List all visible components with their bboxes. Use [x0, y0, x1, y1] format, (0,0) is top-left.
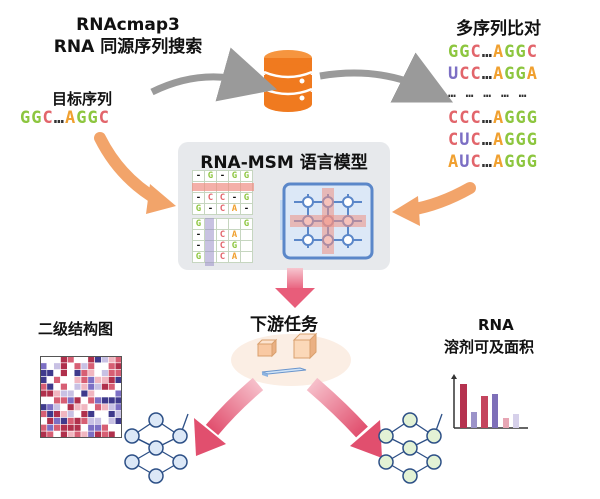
downstream-title: 下游任务: [250, 315, 318, 335]
msa-row-letters: CUC…AGGG: [448, 130, 538, 150]
msa-cell: C: [216, 203, 229, 215]
ellipsis: …: [481, 152, 493, 172]
nucleotide-C: C: [470, 130, 482, 150]
rnacmap3-title-line2: RNA 同源序列搜索: [53, 37, 203, 57]
arrowhead-query-to-model: [146, 184, 176, 214]
nucleotide-U: U: [448, 64, 460, 84]
nucleotide-C: C: [42, 108, 54, 128]
secondary-structure-label: 二级结构图: [38, 320, 114, 338]
nucleotide-G: G: [31, 108, 43, 128]
down-arrow: [275, 268, 315, 308]
msa-row-letters: GGC…AGGC: [448, 42, 538, 62]
arrowhead-to-secondary-structure: [194, 418, 226, 456]
neural-network-icon-right: [378, 412, 443, 484]
ellipsis: …: [481, 42, 493, 62]
nucleotide-G: G: [504, 42, 516, 62]
nucleotide-U: U: [459, 130, 471, 150]
arrow-to-msa: [319, 52, 454, 103]
query-sequence: GGC…AGGC: [20, 108, 110, 128]
nucleotide-C: C: [470, 42, 482, 62]
msa-cell: C: [216, 240, 229, 252]
nucleotide-C: C: [470, 64, 482, 84]
nucleotide-A: A: [448, 152, 460, 172]
nucleotide-G: G: [504, 152, 516, 172]
nucleotide-C: C: [448, 130, 460, 150]
arrow-to-database: [150, 47, 277, 102]
arrow-to-secondary-structure: [205, 377, 264, 436]
msa-ellipsis-row: … … … … …: [448, 86, 528, 101]
nucleotide-G: G: [459, 42, 471, 62]
nucleotide-G: G: [515, 152, 527, 172]
rsa-label-line2: 溶剂可及面积: [444, 338, 535, 356]
neural-network-icon-left: [124, 412, 189, 484]
transformer-block-icon: [280, 182, 374, 260]
nucleotide-C: C: [470, 108, 482, 128]
nucleotide-C: C: [98, 108, 110, 128]
msa-row-letters: AUC…AGGG: [448, 152, 538, 172]
nucleotide-A: A: [65, 108, 77, 128]
boxes-icon: [231, 332, 351, 386]
msa-row: CUC…AGGG: [448, 130, 538, 152]
rnacmap3-title-line1: RNAcmap3: [76, 15, 180, 35]
nucleotide-U: U: [459, 152, 471, 172]
msa-row: CCC…AGGG: [448, 108, 538, 130]
nucleotide-A: A: [493, 152, 505, 172]
msa-cell: [240, 229, 253, 241]
query-label: 目标序列: [52, 90, 113, 108]
ellipsis: …: [481, 130, 493, 150]
msa-row: GGC…AGGC: [448, 42, 538, 64]
nucleotide-G: G: [76, 108, 88, 128]
msa-title: 多序列比对: [456, 19, 541, 39]
msa-cell: [240, 240, 253, 252]
bar-chart-icon: [451, 374, 528, 429]
nucleotide-C: C: [459, 108, 471, 128]
nucleotide-C: C: [470, 152, 482, 172]
nucleotide-G: G: [515, 108, 527, 128]
msa-cell: -: [240, 203, 253, 215]
arrowhead-msa-to-model: [392, 196, 420, 226]
nucleotide-G: G: [515, 64, 527, 84]
ellipsis: …: [481, 108, 493, 128]
nucleotide-G: G: [526, 152, 538, 172]
msa-row: UCC…AGGA: [448, 64, 538, 86]
heatmap-icon: [40, 356, 122, 438]
attention-column-highlight: [205, 218, 214, 266]
query-seq-letters: GGC…AGGC: [20, 108, 110, 128]
nucleotide-G: G: [504, 64, 516, 84]
nucleotide-A: A: [493, 42, 505, 62]
nucleotide-G: G: [20, 108, 32, 128]
ellipsis: …: [481, 64, 493, 84]
msa-cell: [240, 251, 253, 263]
nucleotide-G: G: [515, 130, 527, 150]
nucleotide-C: C: [459, 64, 471, 84]
arrow-to-rsa: [306, 377, 368, 438]
nucleotide-G: G: [526, 130, 538, 150]
nucleotide-G: G: [504, 130, 516, 150]
rsa-label-line1: RNA: [478, 316, 514, 334]
arrowhead-to-rsa: [350, 420, 382, 458]
nucleotide-G: G: [448, 42, 460, 62]
nucleotide-C: C: [448, 108, 460, 128]
msa-row-letters: UCC…AGGA: [448, 64, 538, 84]
nucleotide-G: G: [515, 42, 527, 62]
msa-row-letters: CCC…AGGG: [448, 108, 538, 128]
heatmap-border: [40, 356, 122, 438]
nucleotide-A: A: [493, 64, 505, 84]
attention-row-highlight: [192, 183, 254, 191]
rnacmap3-title: RNAcmap3 RNA 同源序列搜索: [28, 14, 228, 58]
nucleotide-G: G: [504, 108, 516, 128]
nucleotide-A: A: [493, 130, 505, 150]
nucleotide-G: G: [87, 108, 99, 128]
ellipsis: …: [53, 108, 65, 128]
nucleotide-A: A: [493, 108, 505, 128]
nucleotide-A: A: [526, 64, 538, 84]
nucleotide-G: G: [526, 108, 538, 128]
msa-row: AUC…AGGG: [448, 152, 538, 174]
msa-cell: A: [228, 251, 241, 263]
model-title: RNA-MSM 语言模型: [200, 153, 368, 173]
nucleotide-C: C: [526, 42, 538, 62]
